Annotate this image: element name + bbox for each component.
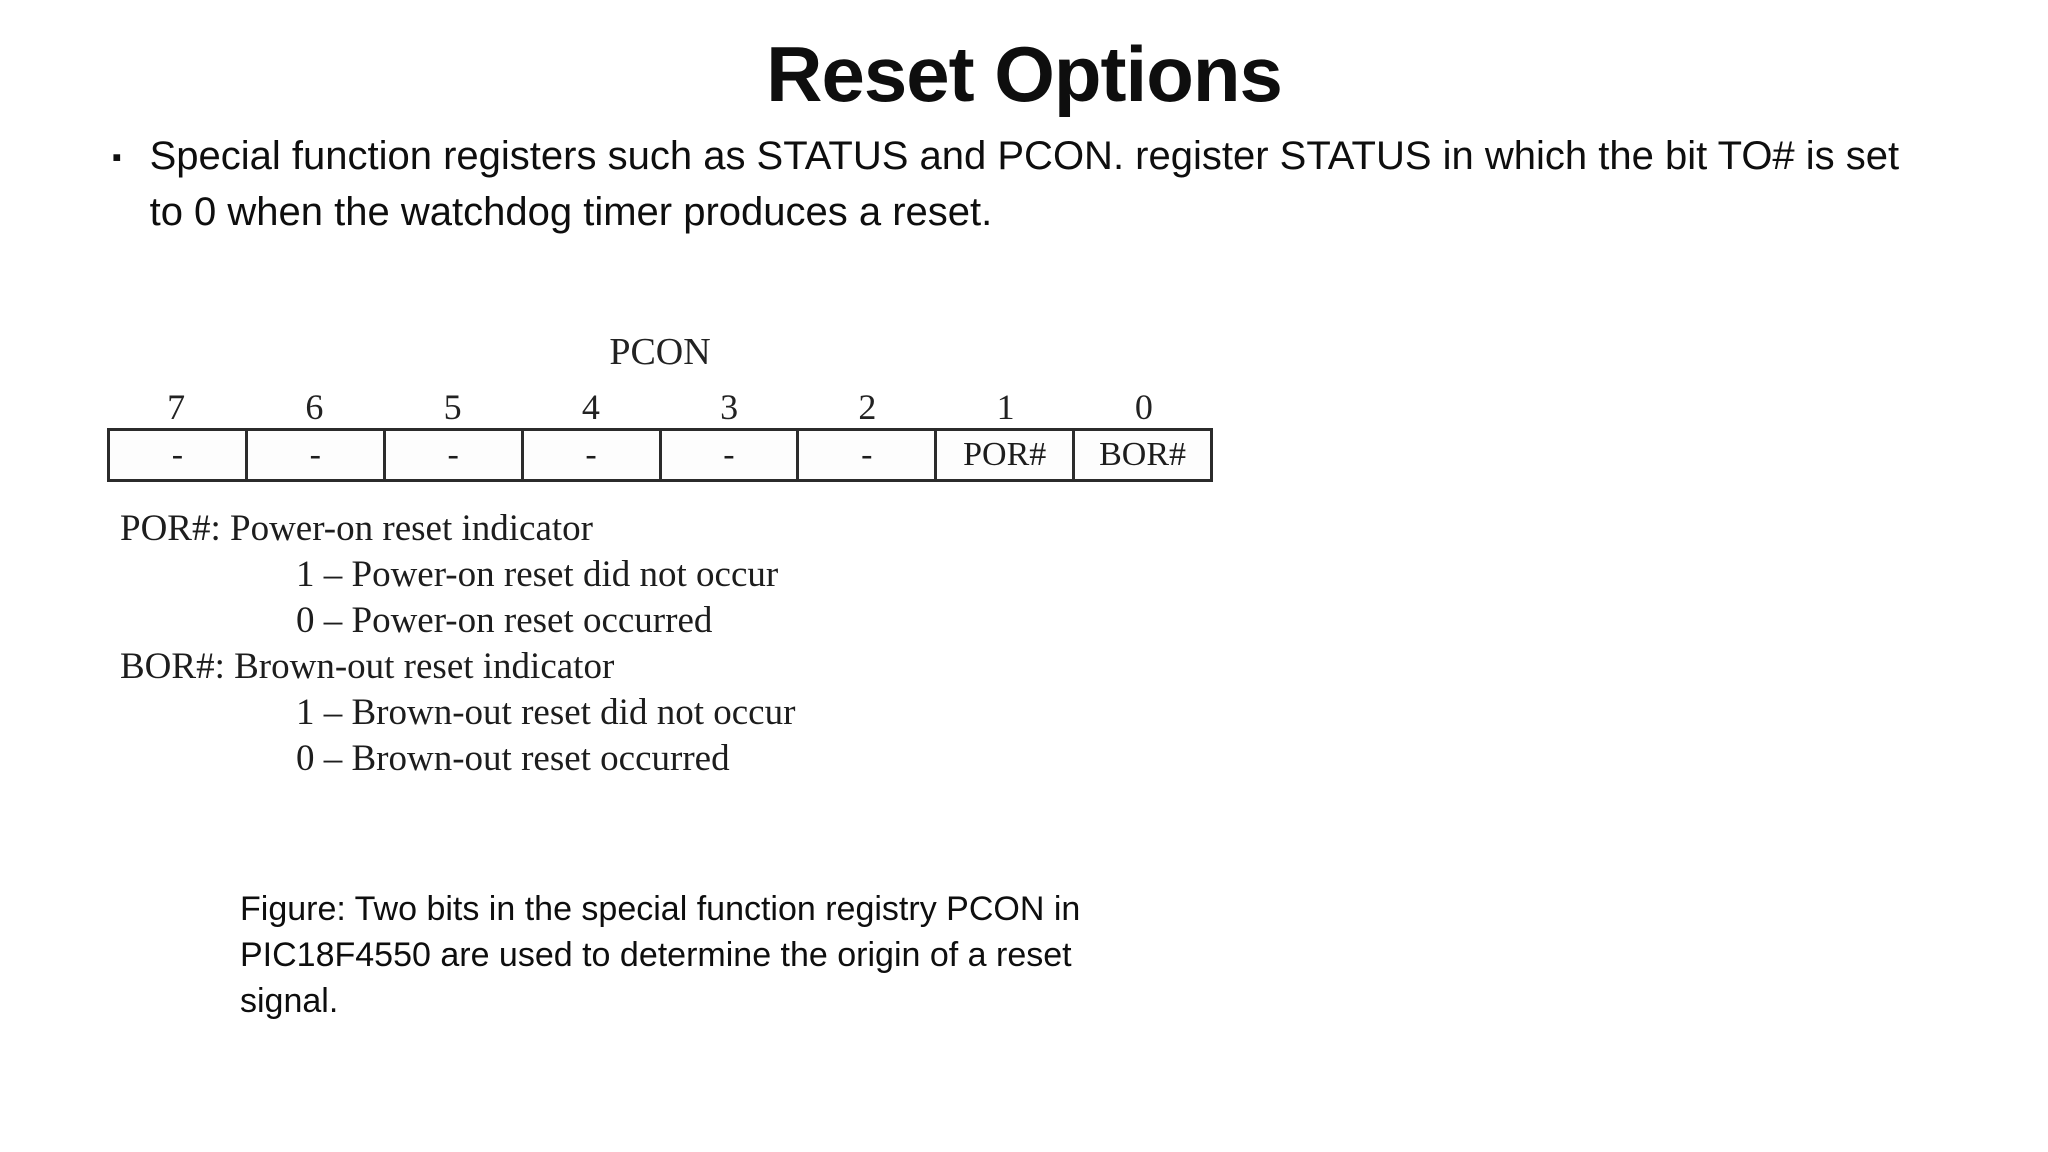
bit-number-6: 6 — [305, 387, 324, 427]
bit-field-5: - — [386, 431, 524, 479]
bit-field-7: - — [110, 431, 248, 479]
bor-value-0-description: 0 – Brown-out reset occurred — [296, 738, 730, 779]
bit-field-3: - — [662, 431, 800, 479]
bor-description-heading: BOR#: Brown-out reset indicator — [120, 646, 615, 687]
por-value-1-description: 1 – Power-on reset did not occur — [296, 554, 779, 595]
bit-number-7: 7 — [167, 387, 186, 427]
bullet-marker-icon: ▪ — [112, 142, 122, 172]
bit-number-1: 1 — [996, 387, 1015, 427]
por-description-heading: POR#: Power-on reset indicator — [120, 508, 593, 549]
bit-number-2: 2 — [858, 387, 877, 427]
bit-number-5: 5 — [443, 387, 462, 427]
figure-caption: Figure: Two bits in the special function… — [240, 890, 1081, 1020]
page-title: Reset Options — [766, 30, 1283, 118]
bit-field-por: POR# — [937, 431, 1076, 479]
bit-number-0: 0 — [1134, 387, 1153, 427]
bor-value-1-description: 1 – Brown-out reset did not occur — [296, 692, 796, 733]
por-value-0-description: 0 – Power-on reset occurred — [296, 600, 713, 641]
bit-number-4: 4 — [581, 387, 600, 427]
bit-descriptions: POR#: Power-on reset indicator 1 – Power… — [120, 506, 795, 782]
bit-field-bor: BOR# — [1099, 436, 1187, 473]
bit-field-6: - — [248, 431, 386, 479]
register-bit-table: - - - - - - POR# BOR# — [107, 428, 1213, 482]
bit-number-3: 3 — [720, 387, 739, 427]
register-bit-numbers-row: 7 6 5 4 3 2 1 0 — [107, 386, 1213, 428]
register-name-label: PCON — [609, 331, 711, 373]
bit-field-2: - — [799, 431, 938, 479]
bit-field-4: - — [524, 431, 662, 479]
bullet-item: ▪ Special function registers such as STA… — [112, 128, 1942, 240]
bullet-text: Special function registers such as STATU… — [149, 134, 1900, 234]
